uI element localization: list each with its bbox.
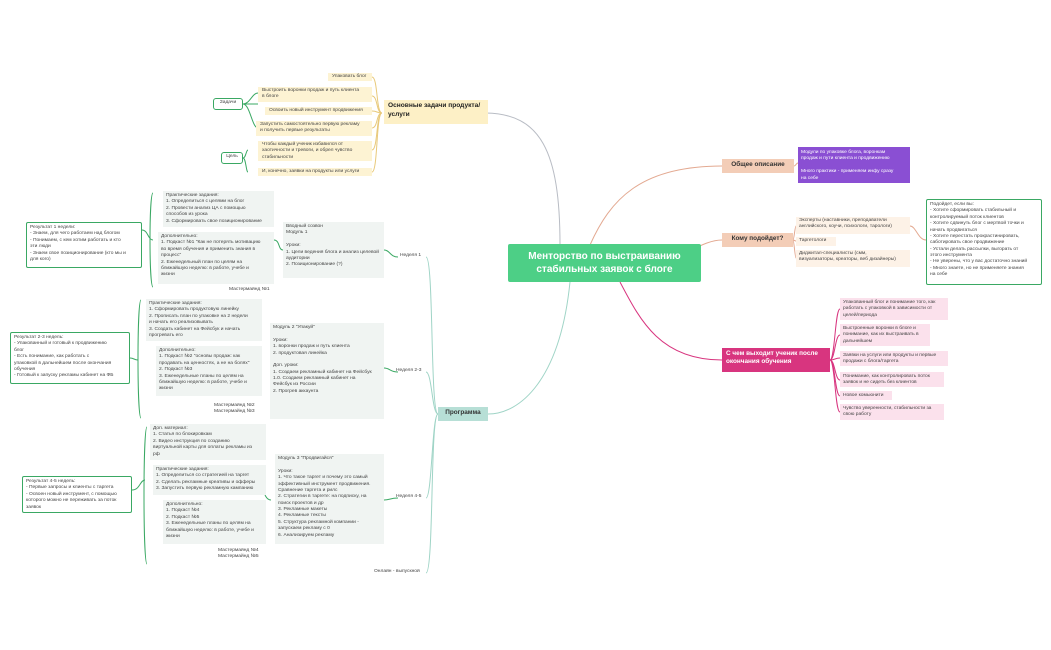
week-1-practice[interactable]: Практические задания: 1. Определиться с … <box>163 191 274 227</box>
week-4-5-module[interactable]: Модуль 3 "Продвигайся" Уроки: 1. Что так… <box>275 454 384 544</box>
outcome-item-1[interactable]: Упакованный блог и понимание того, как р… <box>840 298 948 320</box>
week-4-5-label[interactable]: Неделя 4-5 <box>396 494 422 499</box>
week-4-5-materials[interactable]: Доп. материал: 1. Статья по блокировкам … <box>150 424 266 460</box>
week-1-extra[interactable]: Дополнительно: 1. Подкаст №1 "Как не пот… <box>158 232 274 284</box>
online-graduation[interactable]: Онлайн - выпускной <box>374 569 420 574</box>
outcome-item-6[interactable]: Чувство уверенности, стабильности за сво… <box>840 404 944 420</box>
task-item-4[interactable]: Запустить самостоятельно первую рекламу … <box>256 121 372 136</box>
fit-topic[interactable]: Кому подойдет? <box>722 233 793 247</box>
fit-suits-if[interactable]: Подойдет, если вы: - Хотите сформировать… <box>926 199 1042 285</box>
goal-item-1[interactable]: Чтобы каждый ученик избавился от хаотичн… <box>258 141 372 161</box>
week-1-label[interactable]: Неделя 1 <box>400 253 422 258</box>
week-2-3-practice[interactable]: Практические задания: 1. Сформировать пр… <box>146 299 262 341</box>
outcome-topic[interactable]: С чем выходит ученик после окончания обу… <box>722 348 830 372</box>
task-item-3[interactable]: Освоить новый инструмент продвижения <box>265 107 372 115</box>
outcome-item-5[interactable]: Новое комьюнити <box>840 391 892 400</box>
tasks-label-zadachi[interactable]: Задачи <box>213 98 243 110</box>
outcome-item-3[interactable]: Заявки на услуги или продукты и первые п… <box>840 351 948 366</box>
week-2-3-extra[interactable]: Дополнительно: 1. Подкаст №2 "основы про… <box>156 346 262 396</box>
general-description-text[interactable]: Модули по упаковке блога, воронкам прода… <box>798 147 910 183</box>
week-4-5-mastermind[interactable]: Мастермайнд №4 Мастермайнд №5 <box>218 548 259 560</box>
fit-item-digital[interactable]: Диджитал-специалисты (смм, визуализаторы… <box>796 250 910 267</box>
week-2-3-mastermind[interactable]: Мастермайнд №2 Мастермайнд №3 <box>214 403 255 415</box>
week-4-5-result[interactable]: Результат 4-5 недель: - Первые запросы и… <box>22 476 132 513</box>
outcome-item-4[interactable]: Понимание, как контролировать поток заяв… <box>840 372 944 387</box>
program-topic[interactable]: Программа <box>438 407 488 421</box>
week-4-5-practice[interactable]: Практические задания: 1. Определиться со… <box>153 465 266 495</box>
week-4-5-extra[interactable]: Дополнительно: 1. Подкаст №4 2. Подкаст … <box>163 500 266 544</box>
tasks-label-tsel[interactable]: Цель <box>221 152 243 164</box>
task-item-2[interactable]: Выстроить воронки продаж и путь клиента … <box>258 87 372 102</box>
week-1-result[interactable]: Результат 1 недели: - Знаем, для чего ра… <box>26 222 142 268</box>
week-2-3-result[interactable]: Результат 2-3 недель: - Упакованный и го… <box>10 332 130 384</box>
outcome-item-2[interactable]: Выстроенные воронки в блоге и понимание,… <box>840 324 930 346</box>
fit-item-targetologists[interactable]: Таргетологи <box>796 237 836 246</box>
central-topic[interactable]: Менторство по выстраиванию стабильных за… <box>508 244 701 282</box>
week-2-3-module[interactable]: Модуль 2 "Упакуй" Уроки: 1. воронки прод… <box>270 323 384 419</box>
week-2-3-label[interactable]: Неделя 2-3 <box>396 368 422 373</box>
week-1-mastermind[interactable]: Мастермайнд №1 <box>229 287 270 292</box>
general-description-topic[interactable]: Общее описание <box>722 159 794 173</box>
task-item-1[interactable]: Упаковать блог <box>328 73 372 81</box>
goal-item-2[interactable]: И, конечно, заявки на продукты или услуг… <box>258 168 372 176</box>
tasks-topic[interactable]: Основные задачи продукта/ услуги <box>384 100 488 124</box>
fit-item-experts[interactable]: Эксперты (наставники, преподаватели англ… <box>796 217 910 234</box>
week-1-module[interactable]: Вводный созвон Модуль 1 Уроки: 1. Цели в… <box>283 222 384 278</box>
